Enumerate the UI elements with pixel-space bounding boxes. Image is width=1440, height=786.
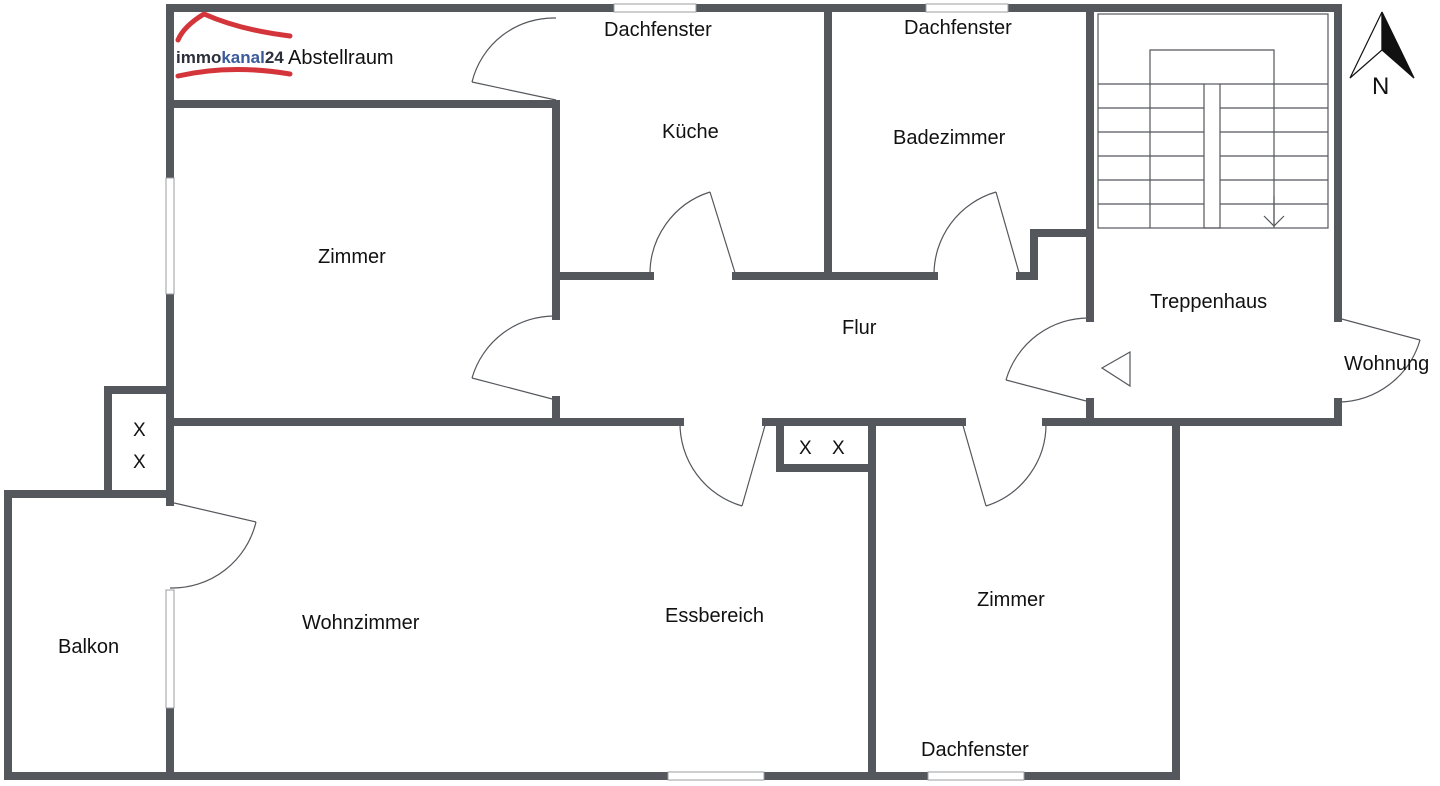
shaft-markers: X X X X	[133, 420, 845, 473]
window-zimmer-sued	[927, 771, 1025, 781]
label-wohnzimmer: Wohnzimmer	[302, 612, 420, 634]
door-treppenhaus[interactable]	[1005, 317, 1091, 403]
doors	[169, 17, 1421, 589]
shaft-x-center-2: X	[832, 438, 845, 459]
window-kueche	[613, 3, 697, 13]
label-kueche: Küche	[662, 121, 719, 143]
door-bad[interactable]	[933, 191, 1021, 277]
window-zimmer-west	[165, 177, 175, 295]
room-labels: Abstellraum Dachfenster Dachfenster Küch…	[58, 17, 1429, 761]
door-abstellraum[interactable]	[471, 17, 561, 101]
staircase	[1097, 13, 1329, 229]
label-badezimmer: Badezimmer	[893, 127, 1006, 149]
door-wohnung[interactable]	[1337, 317, 1421, 403]
door-wohnzimmer[interactable]	[679, 421, 767, 507]
windows	[165, 3, 1025, 781]
label-treppenhaus: Treppenhaus	[1150, 291, 1267, 313]
shaft-x-center-1: X	[799, 438, 812, 459]
door-kueche[interactable]	[649, 191, 737, 277]
label-dachfenster-bad: Dachfenster	[904, 17, 1012, 39]
label-balkon: Balkon	[58, 636, 119, 658]
shaft-x-west-1: X	[133, 420, 146, 441]
label-wohnung: Wohnung	[1344, 353, 1429, 375]
window-essbereich	[667, 771, 765, 781]
door-zimmer-west[interactable]	[471, 315, 557, 401]
label-essbereich: Essbereich	[665, 605, 764, 627]
label-flur: Flur	[842, 317, 877, 339]
window-bad	[925, 3, 1009, 13]
label-dachfenster-kueche: Dachfenster	[604, 19, 712, 41]
compass-label: N	[1372, 73, 1389, 100]
stair-direction-arrow-icon	[1263, 196, 1285, 227]
label-dachfenster-zimmer: Dachfenster	[921, 739, 1029, 761]
svg-text:immokanal24: immokanal24	[176, 48, 284, 67]
door-balkon[interactable]	[169, 501, 257, 589]
shaft-x-west-2: X	[133, 452, 146, 473]
entry-triangle-icon	[1100, 350, 1131, 388]
door-zimmer-sued[interactable]	[961, 421, 1047, 507]
stair-treads	[1098, 83, 1328, 205]
label-zimmer-west: Zimmer	[318, 246, 386, 268]
label-abstellraum: Abstellraum	[288, 47, 394, 69]
compass-north-icon: N	[1349, 11, 1415, 100]
window-balkon	[165, 589, 175, 709]
immokanal-logo: immokanal24	[175, 11, 293, 79]
walls	[4, 4, 1342, 780]
label-zimmer-sued: Zimmer	[977, 589, 1045, 611]
